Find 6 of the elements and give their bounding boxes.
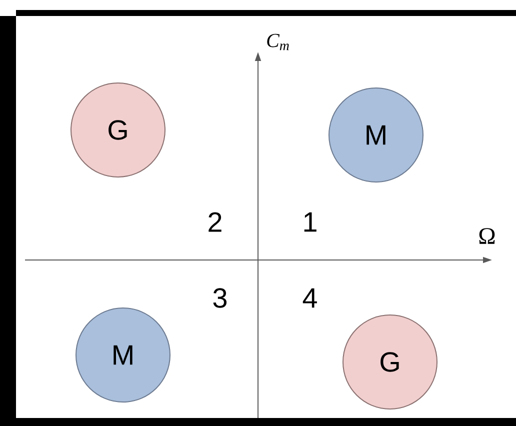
quadrant-number: 4 [302,288,317,308]
quadrant-number: 1 [304,212,316,232]
axis-label: C$_{m}$ [267,34,289,50]
axis-label: Ω [479,228,495,244]
quadrant-number: 2 [208,212,222,232]
quadrant-number: 3 [213,288,227,308]
